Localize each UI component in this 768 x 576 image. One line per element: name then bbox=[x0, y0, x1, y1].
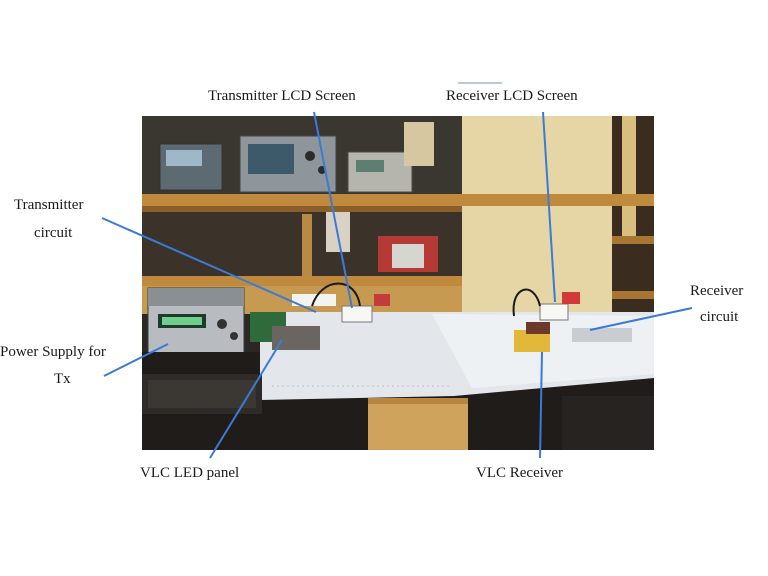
label-rx-circuit-line1: Receiver bbox=[690, 283, 744, 299]
label-rx-lcd: Receiver LCD Screen bbox=[446, 88, 578, 104]
label-vlc-led: VLC LED panel bbox=[140, 465, 240, 481]
lab-setup-photo bbox=[142, 116, 654, 450]
label-tx-lcd: Transmitter LCD Screen bbox=[208, 88, 356, 104]
label-rx-circuit-line2: circuit bbox=[700, 309, 739, 325]
label-power-supply-line1: Power Supply for bbox=[0, 344, 106, 360]
scan-artifact-dash bbox=[458, 82, 502, 84]
label-power-supply-line2: Tx bbox=[54, 371, 71, 387]
label-tx-circuit-line1: Transmitter bbox=[14, 197, 84, 213]
label-tx-circuit-line2: circuit bbox=[34, 225, 73, 241]
label-vlc-receiver: VLC Receiver bbox=[476, 465, 564, 481]
photo-illustration bbox=[142, 116, 654, 450]
